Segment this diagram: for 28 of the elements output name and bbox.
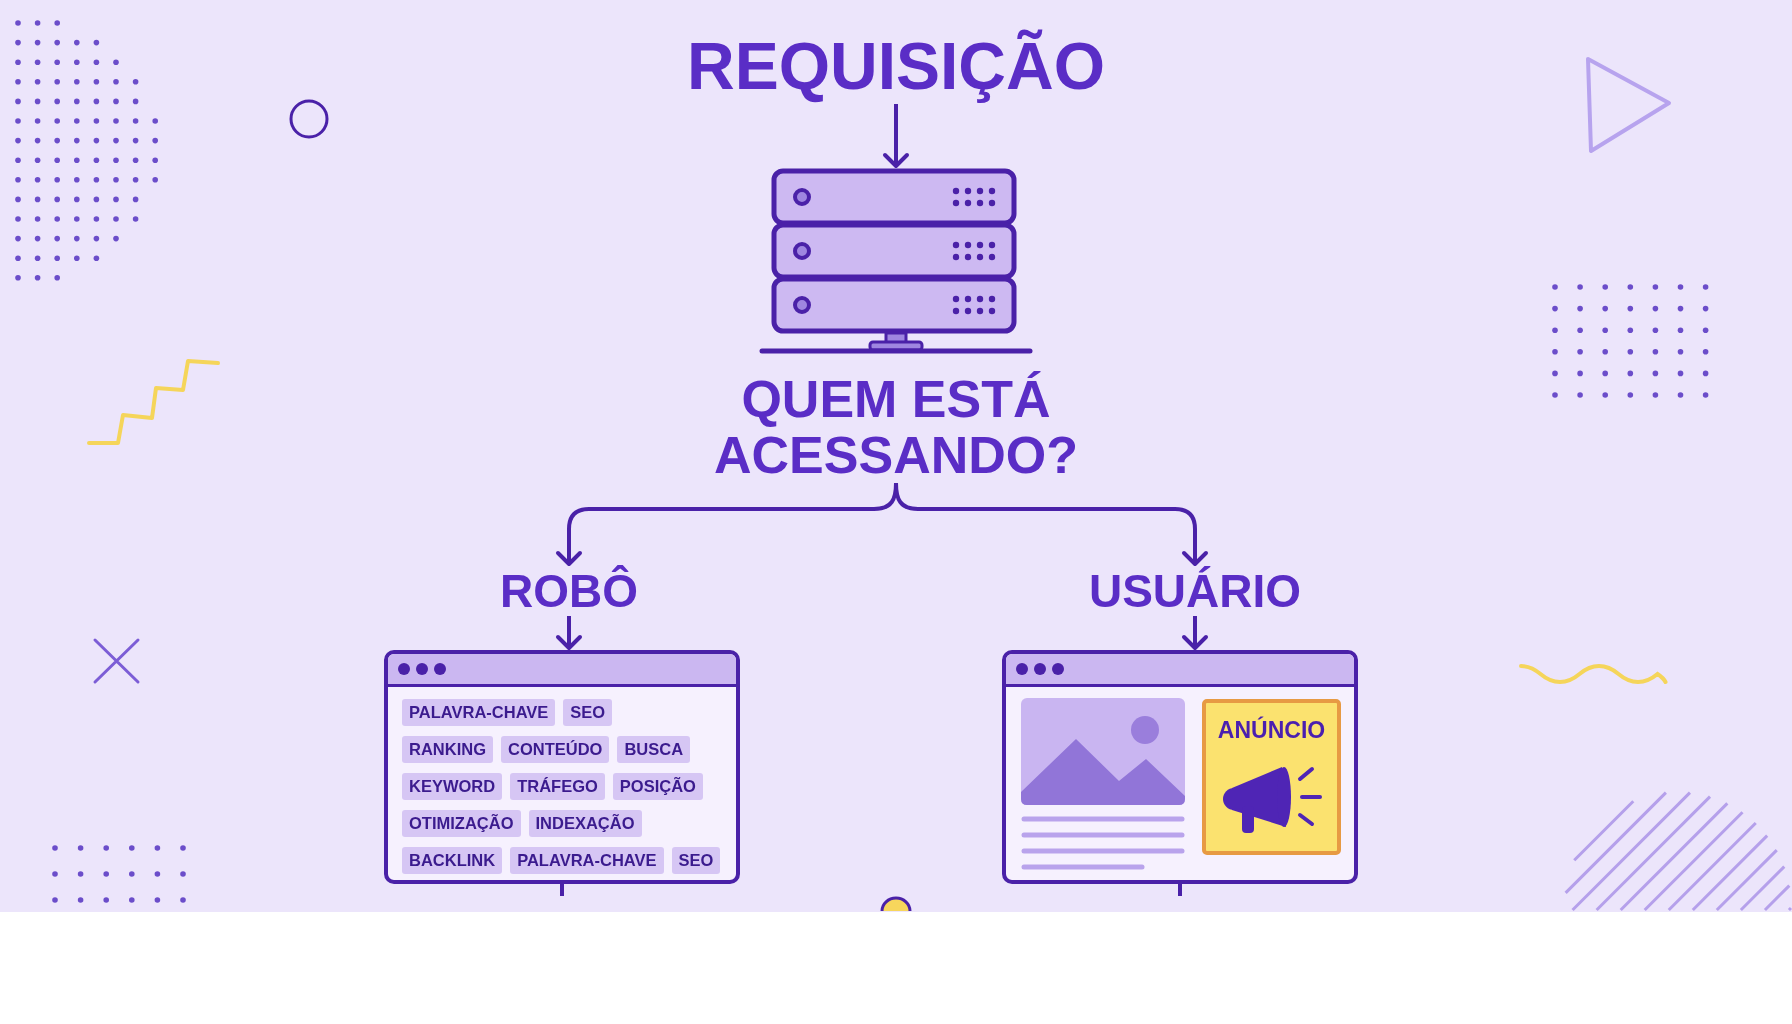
arrow [883, 104, 909, 168]
keyword-tag: CONTEÚDO [501, 736, 610, 763]
branch-label: USUÁRIO [1088, 566, 1302, 616]
heading-text: REQUISIÇÃO [687, 28, 1105, 104]
ad-title: ANÚNCIO [1217, 717, 1326, 743]
keyword-tag: KEYWORD [402, 773, 503, 800]
keyword-tag: SEO [563, 699, 613, 726]
arrow [556, 616, 582, 650]
question-text: QUEM ESTÁ ACESSANDO? [696, 371, 1096, 483]
keyword-tag: POSIÇÃO [612, 773, 703, 800]
branch-label: ROBÔ [500, 566, 638, 616]
keyword-tag: BACKLINK [402, 847, 503, 874]
ad-card [1202, 699, 1341, 855]
server-illustration [758, 168, 1034, 356]
keyword-tag: TRÁFEGO [510, 773, 605, 800]
keyword-tag: PALAVRA-CHAVE [510, 847, 664, 874]
keyword-tag: INDEXAÇÃO [528, 810, 642, 837]
keyword-tag: RANKING [402, 736, 493, 763]
connector-line [1178, 884, 1182, 896]
arrow [1182, 616, 1208, 650]
keyword-tag: OTIMIZAÇÃO [402, 810, 521, 837]
keyword-tag: BUSCA [617, 736, 691, 763]
browser-window [1002, 650, 1358, 884]
connector-line [560, 884, 564, 896]
arrow [894, 482, 1208, 566]
keyword-tag: PALAVRA-CHAVE [402, 699, 556, 726]
browser-window [384, 650, 740, 884]
keyword-tag: SEO [671, 847, 721, 874]
